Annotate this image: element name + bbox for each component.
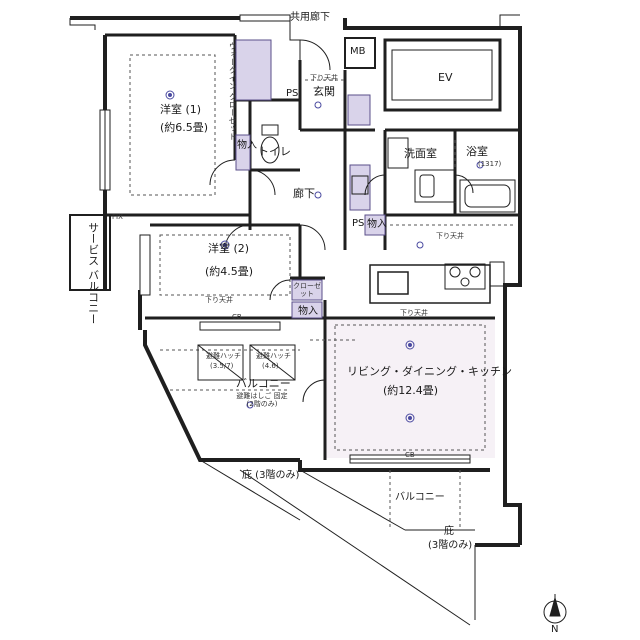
ceiling-dash-lines (129, 54, 515, 530)
sink-icon (351, 175, 369, 195)
washroom-label: 洗面室 (404, 147, 437, 160)
bathroom-label: 浴室 (466, 145, 488, 158)
hatch-1-size: (3.5/7) (210, 362, 234, 370)
washbasin-icon (414, 169, 456, 203)
ldk-size: (約12.4畳) (383, 384, 439, 397)
meter-box (344, 37, 376, 69)
mb-label: MB (350, 46, 366, 57)
eaves-note-2: (3階のみ) (428, 540, 473, 551)
service-balcony-frame (69, 214, 111, 291)
cb-label-1: CB (232, 313, 242, 321)
service-balcony-label: サービス バルコニー (86, 222, 100, 325)
interior-walls (105, 33, 520, 460)
elevator-shaft (383, 38, 502, 112)
ps-label-2: PS (352, 218, 365, 229)
corridor-label: 廊下 (293, 187, 315, 200)
ceiling-label-2: 下り天井 (205, 296, 233, 304)
storage-label-3: 物入 (298, 306, 318, 317)
ceiling-label-4: 下り天井 (436, 232, 464, 240)
western-room-2-size: (約4.5畳) (205, 265, 254, 278)
ceiling-label-1: 下り天井 (310, 74, 338, 82)
closet-fills (235, 39, 386, 319)
eaves-label-1: 庇 (3階のみ) (242, 470, 300, 481)
western-room-2-name: 洋室 (2) (208, 242, 250, 255)
fix-label: FIX (112, 213, 123, 221)
ldk-name: リビング・ダイニング・キッチン (347, 365, 512, 378)
refrigerator-icon (489, 261, 505, 287)
toilet-icon (260, 124, 280, 164)
north-label: N (551, 624, 559, 635)
balcony-note: 避難はしご 固定 (2階のみ) (236, 392, 288, 409)
outer-outline (69, 14, 520, 626)
hatch-2-size: (4.6) (262, 362, 279, 370)
light-fixtures (165, 90, 484, 423)
storage-label-1: 物入 (237, 140, 257, 151)
ceiling-label-3: 下り天井 (400, 309, 428, 317)
balcony-label-lower: バルコニー (395, 492, 445, 503)
closet-label: クローゼット (293, 282, 321, 299)
ev-label: EV (438, 71, 453, 84)
western-room-1-size: (約6.5畳) (160, 121, 209, 134)
ps-label-1: PS (286, 88, 299, 99)
north-arrow-icon (543, 594, 567, 624)
escape-hatches (197, 344, 296, 381)
common-corridor-label: 共用廊下 (290, 12, 330, 23)
washing-machine-icon (387, 137, 409, 169)
balcony-label-main: バルコニー (236, 377, 291, 390)
hatch-1-label: 避難ハッチ (206, 352, 241, 360)
cb-label-2: CB (405, 451, 415, 459)
gas-stove-icon (444, 263, 486, 290)
hatch-2-label: 避難ハッチ (256, 352, 291, 360)
bathtub-icon (459, 179, 516, 213)
western-room-1-name: 洋室 (1) (160, 103, 202, 116)
storage-label-2: 物入 (367, 219, 387, 230)
bathroom-size: (1317) (478, 160, 502, 168)
windows (99, 14, 471, 464)
entrance-label: 玄関 (313, 85, 335, 98)
walkin-closet-label: ウォークイン クローゼット (228, 42, 238, 141)
toilet-label: トイレ (258, 145, 291, 158)
kitchen-counter (369, 264, 491, 304)
eaves-label-2: 庇 (444, 526, 454, 537)
